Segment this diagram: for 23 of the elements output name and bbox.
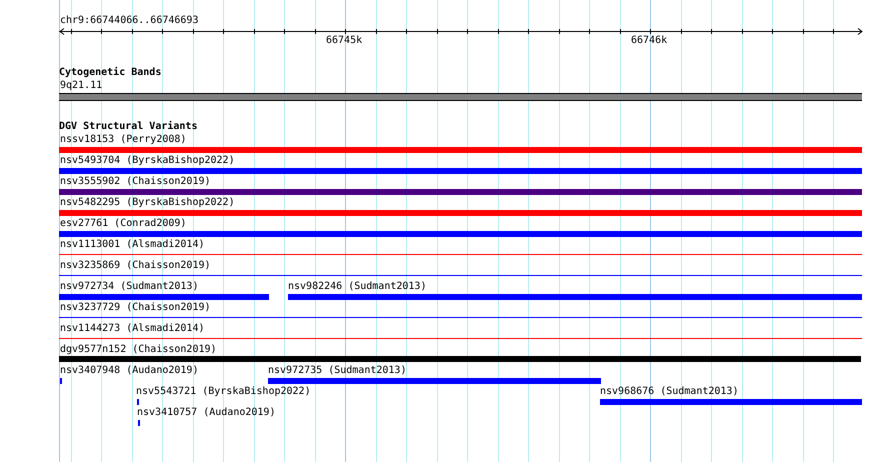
feature-label: nsv5493704 (ByrskaBishop2022): [60, 155, 235, 167]
region-label: chr9:66744066..66746693: [60, 15, 198, 27]
feature-label: nsv968676 (Sudmant2013): [600, 386, 738, 398]
feature-label: nsv3555902 (Chaisson2019): [60, 176, 211, 188]
feature-label: nsv1144273 (Alsmadi2014): [60, 323, 204, 335]
tick-label: 66746k: [631, 35, 668, 47]
feature-label: nsv982246 (Sudmant2013): [288, 281, 426, 293]
feature-label: nsv3237729 (Chaisson2019): [60, 302, 211, 314]
feature-label: nsv3410757 (Audano2019): [137, 407, 276, 419]
feature-label: nsv972734 (Sudmant2013): [60, 281, 198, 293]
feature-label: nsv3235869 (Chaisson2019): [60, 260, 211, 272]
track-title: Cytogenetic Bands: [59, 67, 162, 79]
feature-label: nssv18153 (Perry2008): [60, 134, 186, 146]
feature-label: esv27761 (Conrad2009): [60, 218, 186, 230]
feature-label: nsv5482295 (ByrskaBishop2022): [60, 197, 235, 209]
feature-label: nsv1113001 (Alsmadi2014): [60, 239, 204, 251]
feature-label: dgv9577n152 (Chaisson2019): [60, 344, 217, 356]
tick-label: 66745k: [326, 35, 362, 47]
feature-label: nsv5543721 (ByrskaBishop2022): [136, 386, 311, 398]
track-title: DGV Structural Variants: [59, 121, 198, 133]
feature-label: nsv972735 (Sudmant2013): [268, 365, 406, 377]
feature-label: nsv3407948 (Audano2019): [60, 365, 198, 377]
feature-label: 9q21.11: [60, 80, 102, 92]
